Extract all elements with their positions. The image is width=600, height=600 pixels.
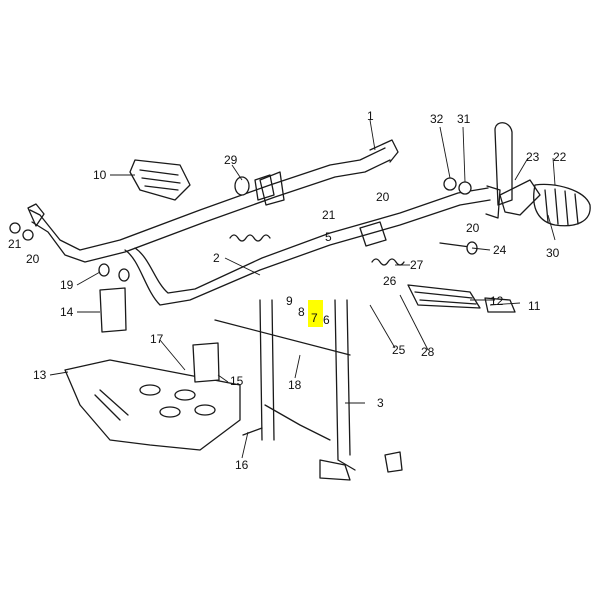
- bracket-part-14: [99, 287, 127, 333]
- leader-lines: [49, 119, 556, 459]
- callout-11: 11: [528, 299, 541, 313]
- callout-13: 13: [33, 368, 47, 382]
- spring-part-26: [371, 258, 405, 266]
- callout-20-left: 20: [26, 252, 40, 266]
- spring-part-tension: [229, 234, 271, 242]
- callout-15: 15: [230, 374, 244, 388]
- callout-32: 32: [430, 112, 444, 126]
- footrest-part-22: [494, 122, 591, 227]
- callout-14: 14: [60, 305, 74, 319]
- callout-12: 12: [490, 294, 504, 308]
- callout-31: 31: [457, 112, 471, 126]
- callout-29: 29: [224, 153, 238, 167]
- lower-rail-part-2: [124, 185, 501, 306]
- callout-26: 26: [383, 274, 397, 288]
- callout-20-top: 20: [376, 190, 390, 204]
- callout-7: 7: [311, 311, 318, 325]
- highlight-marker: [308, 300, 323, 327]
- callout-24: 24: [493, 243, 507, 257]
- pedal-part-12: [407, 284, 516, 313]
- bolt-part-16: [242, 427, 263, 436]
- callout-25: 25: [392, 343, 406, 357]
- callout-2: 2: [213, 251, 220, 265]
- callout-1: 1: [367, 109, 374, 123]
- callout-6: 6: [323, 313, 330, 327]
- bracket-part-15: [192, 342, 220, 383]
- callout-30: 30: [546, 246, 560, 260]
- washer-part-31: [458, 181, 472, 195]
- callout-8: 8: [298, 305, 305, 319]
- bush-part-19: [98, 263, 130, 282]
- nut-part-21-left: [9, 222, 21, 234]
- callout-21-mid: 21: [322, 208, 336, 222]
- center-stand-part-3: [214, 299, 403, 481]
- callout-9: 9: [286, 294, 293, 308]
- washer-part-32: [443, 177, 457, 191]
- callout-20-right: 20: [466, 221, 480, 235]
- callout-18: 18: [288, 378, 302, 392]
- callout-labels: 1 2 3 5 6 7 8 9 10 11 12 13 14 15 16 17 …: [8, 109, 567, 472]
- callout-16: 16: [235, 458, 249, 472]
- callout-23: 23: [526, 150, 540, 164]
- callout-10: 10: [93, 168, 107, 182]
- callout-28: 28: [421, 345, 435, 359]
- callout-22: 22: [553, 150, 567, 164]
- footrest-part-10: [129, 159, 191, 201]
- callout-21-left: 21: [8, 237, 22, 251]
- callout-27: 27: [410, 258, 424, 272]
- upper-rail-part-1: [27, 139, 399, 263]
- callout-5: 5: [325, 230, 332, 244]
- callout-17: 17: [150, 332, 164, 346]
- bush-part-29: [234, 174, 275, 201]
- bolt-part-24: [439, 241, 478, 255]
- callout-19: 19: [60, 278, 74, 292]
- washer-part-20-left: [22, 229, 34, 241]
- callout-3: 3: [377, 396, 384, 410]
